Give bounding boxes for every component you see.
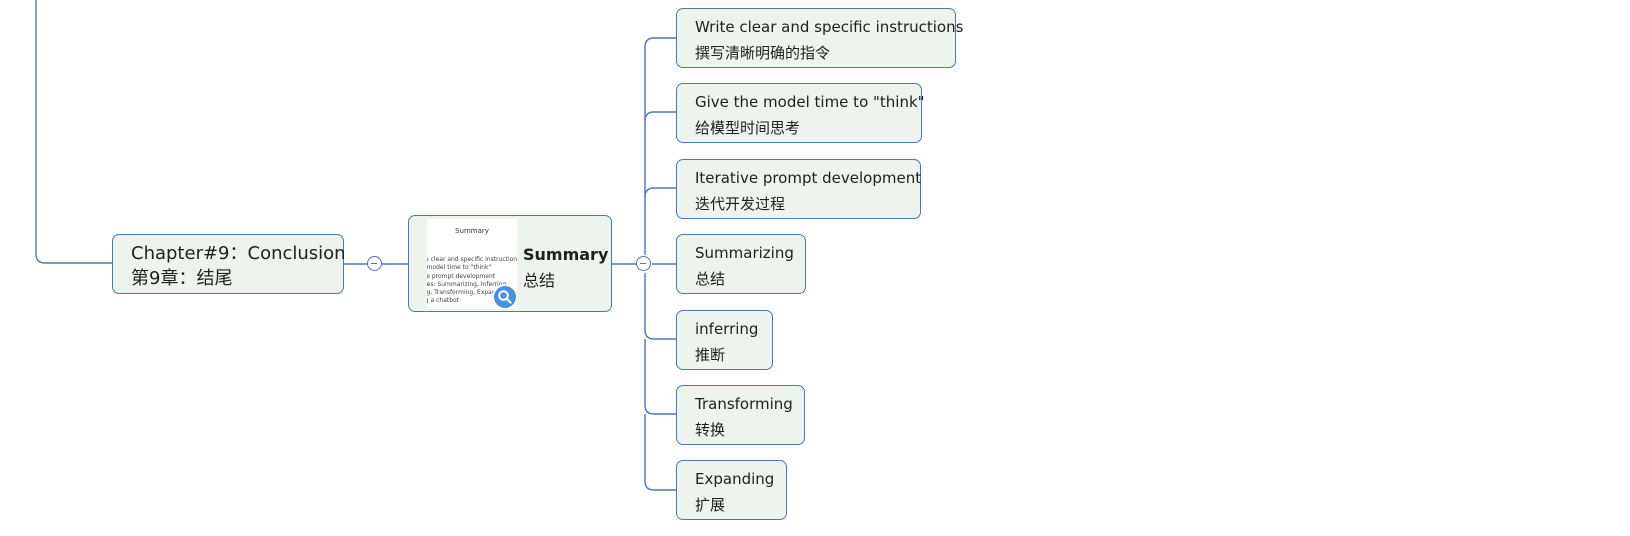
topic-node[interactable]: Give the model time to "think" 给模型时间思考 [676,83,925,143]
topic-label-en: inferring [695,320,759,338]
summary-thumbnail[interactable]: Summary ite clear and specific instructi… [427,219,517,309]
topic-label-zh: 给模型时间思考 [695,119,801,137]
zoom-button[interactable] [494,286,516,308]
topic-label-zh: 总结 [695,270,726,288]
thumbnail-title: Summary [455,227,489,235]
thumbnail-line: ng a chatbot [427,297,460,305]
topic-label-en: Iterative prompt development [695,169,922,187]
chapter-title-en: Chapter#9：Conclusion [131,243,346,264]
thumbnail-line: ities: Summarizing, Inferring, [427,280,509,288]
chapter-node[interactable]: Chapter#9：Conclusion 第9章：结尾 [112,234,346,294]
connector-branch-2 [644,111,676,122]
thumbnail-text: ite clear and specific instructions e mo… [427,256,517,306]
summary-labels: Summary 总结 [523,242,608,294]
topic-label-zh: 扩展 [695,496,726,514]
topic-node[interactable]: Iterative prompt development 迭代开发过程 [676,159,921,219]
topic-label-en: Transforming [695,395,793,413]
summary-label-zh: 总结 [523,271,556,290]
topic-node[interactable]: Expanding 扩展 [676,460,787,520]
connector-branch-1 [644,37,676,255]
topic-label-zh: 迭代开发过程 [695,195,786,213]
topic-label-zh: 撰写清晰明确的指令 [695,44,831,62]
connector-branch-6 [644,339,676,415]
thumbnail-line: ite clear and specific instructions [427,256,517,263]
thumbnail-line: ive prompt development [427,272,496,280]
topic-label-zh: 推断 [695,346,726,364]
topic-node[interactable]: Write clear and specific instructions 撰写… [676,8,964,68]
connector-branch-5 [644,273,676,340]
chapter-title-zh: 第9章：结尾 [131,268,233,289]
summary-collapse-button[interactable] [636,256,651,271]
topic-label-en: Write clear and specific instructions [695,18,964,36]
thumbnail-line: e model time to "think" [427,264,492,272]
topic-node[interactable]: inferring 推断 [676,310,773,370]
search-icon [498,290,512,304]
topic-label-en: Expanding [695,470,775,488]
topic-node[interactable]: Summarizing 总结 [676,234,806,294]
summary-node[interactable]: Summary ite clear and specific instructi… [408,215,612,312]
topic-label-en: Summarizing [695,244,794,262]
connector-branch-7 [644,414,676,491]
chapter-collapse-button[interactable] [367,256,382,271]
summary-label-en: Summary [523,245,609,264]
topic-label-en: Give the model time to "think" [695,93,925,111]
topic-node[interactable]: Transforming 转换 [676,385,805,445]
topic-label-zh: 转换 [695,421,726,439]
thumbnail-line: ing, Transforming, Expanding [427,289,509,297]
connector-branch-3 [644,187,676,198]
connector-parent-to-chapter [35,0,112,264]
